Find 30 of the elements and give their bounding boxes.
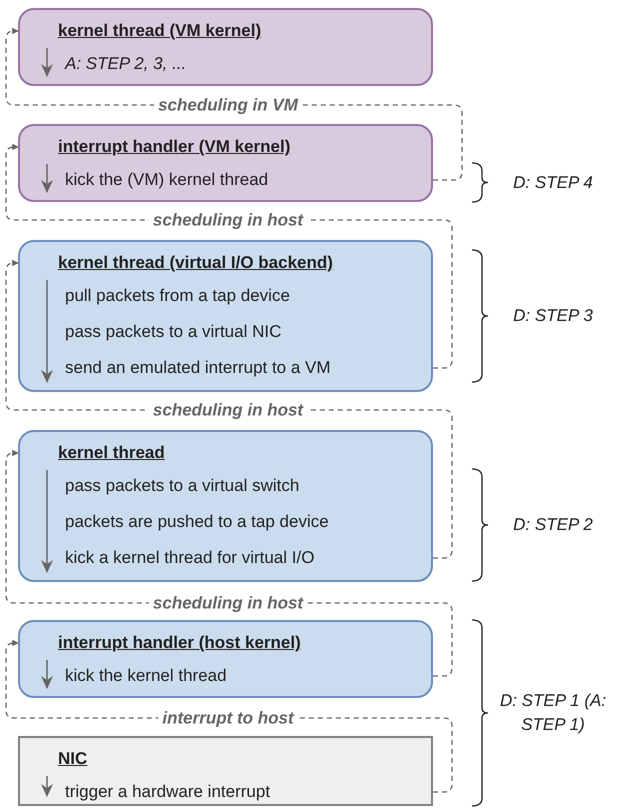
edge-label: scheduling in host [148, 212, 308, 228]
step-label: D: STEP 3 [512, 305, 594, 327]
box-heading: NIC [58, 748, 88, 770]
step-text: pull packets from a tap device [65, 285, 290, 308]
edge-label: interrupt to host [158, 710, 298, 726]
step-text: packets are pushed to a tap device [65, 511, 329, 534]
step-text: send an emulated interrupt to a VM [65, 357, 331, 380]
step-text: A: STEP 2, 3, ... [65, 53, 186, 76]
step-text: pass packets to a virtual switch [65, 475, 300, 498]
step-text: trigger a hardware interrupt [65, 781, 270, 804]
edge-label: scheduling in host [148, 402, 308, 418]
box-heading: kernel thread (virtual I/O backend) [58, 252, 333, 274]
step-text: kick the kernel thread [65, 665, 227, 688]
process-box [18, 8, 433, 86]
process-box [18, 736, 433, 806]
step-label: D: STEP 1 (A: STEP 1) [498, 690, 608, 736]
edge-label: scheduling in VM [154, 96, 302, 114]
process-box [18, 620, 433, 698]
step-text: pass packets to a virtual NIC [65, 321, 282, 344]
box-heading: interrupt handler (VM kernel) [58, 136, 290, 158]
step-label: D: STEP 2 [512, 514, 594, 536]
step-text: kick the (VM) kernel thread [65, 169, 268, 192]
step-text: kick a kernel thread for virtual I/O [65, 547, 314, 570]
box-heading: interrupt handler (host kernel) [58, 632, 301, 654]
process-box [18, 240, 433, 392]
process-box [18, 430, 433, 582]
process-box [18, 124, 433, 202]
box-heading: kernel thread (VM kernel) [58, 20, 262, 42]
step-label: D: STEP 4 [512, 172, 594, 194]
box-heading: kernel thread [58, 442, 165, 464]
